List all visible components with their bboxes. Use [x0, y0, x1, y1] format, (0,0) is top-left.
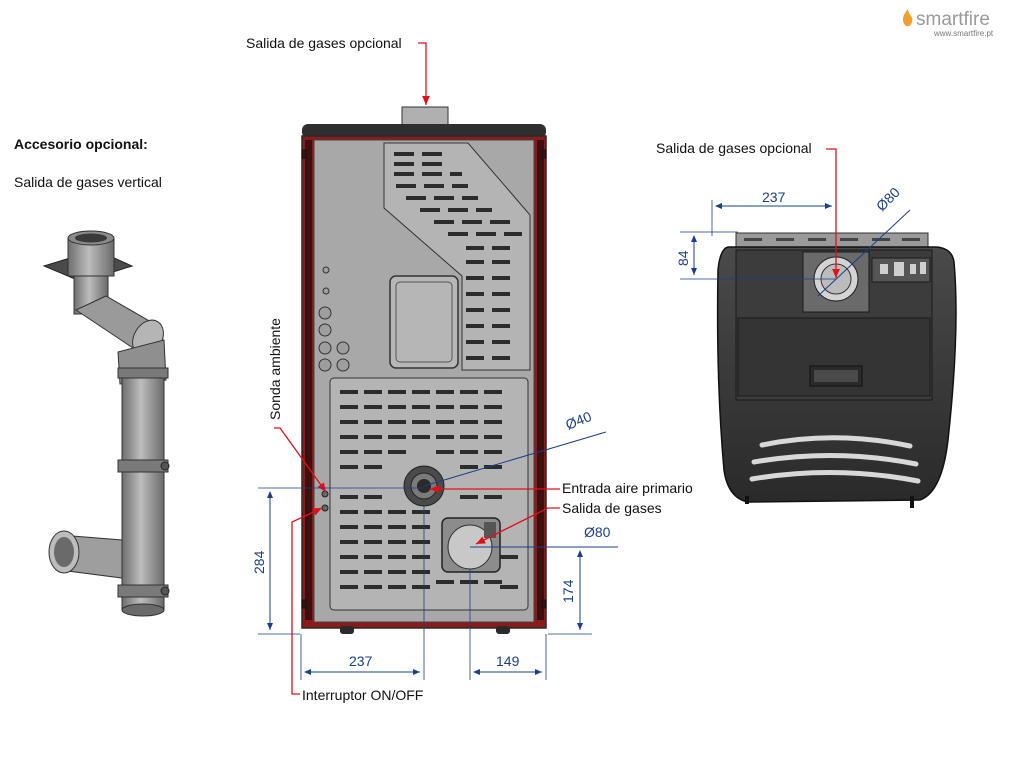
inspection-plate: [389, 275, 459, 369]
logo: smartfire www.smartfire.pt: [902, 9, 994, 38]
accessory-title: Accesorio opcional:: [14, 136, 148, 152]
vertical-flue-kit-drawing: [42, 230, 170, 617]
logo-brand: smartfire: [916, 9, 990, 30]
logo-url: www.smartfire.pt: [933, 29, 994, 38]
back-optional-outlet-leader: [418, 42, 430, 105]
knockouts: [318, 266, 350, 372]
top-optional-outlet-label: Salida de gases opcional: [656, 140, 812, 156]
primary-air-inlet-label: Entrada aire primario: [562, 480, 693, 496]
gas-outlet: [441, 517, 501, 573]
top-diameter-dim: Ø80: [873, 184, 903, 214]
air-inlet-diameter-dim: Ø40: [563, 408, 594, 433]
back-view: Salida de gases opcional Sonda ambiente …: [246, 35, 693, 703]
height-air-inlet-dim: 284: [251, 550, 267, 574]
accessory-section: Accesorio opcional: Salida de gases vert…: [14, 136, 170, 617]
gas-outlet-label: Salida de gases: [562, 500, 662, 516]
accessory-subtitle: Salida de gases vertical: [14, 174, 162, 190]
back-optional-outlet-label: Salida de gases opcional: [246, 35, 402, 51]
outlet-diameter-dim: Ø80: [584, 524, 611, 540]
offset-left-dim: 237: [349, 653, 373, 669]
front-bar-2: [751, 452, 919, 467]
top-optional-outlet-leader: [826, 148, 840, 278]
height-outlet-dim: 174: [560, 579, 576, 603]
gas-outlet-leader: [475, 507, 560, 545]
front-bar-1: [759, 435, 913, 449]
upper-vent-slots: [394, 152, 522, 360]
top-offset-dim: 237: [762, 189, 786, 205]
room-sensor-leader: [274, 427, 327, 493]
power-switch-label: Interruptor ON/OFF: [302, 687, 423, 703]
rear-rail: [735, 232, 929, 248]
top-view: Salida de gases opcional 237 84 Ø80: [656, 140, 957, 508]
top-depth-dim: 84: [675, 250, 691, 266]
front-bar-3: [749, 469, 921, 484]
room-sensor-label: Sonda ambiente: [267, 318, 283, 420]
flame-icon: [902, 9, 913, 27]
offset-right-dim: 149: [496, 653, 520, 669]
power-switch-leader: [291, 507, 323, 695]
lower-vent-slots: [340, 390, 518, 589]
